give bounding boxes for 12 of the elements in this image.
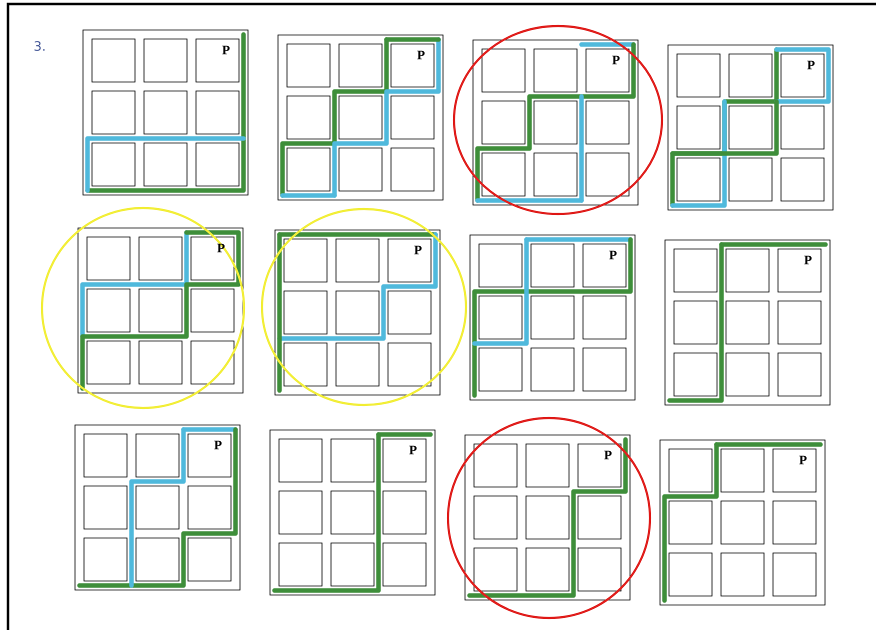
- letter-label: P: [612, 56, 620, 64]
- letter-label: P: [609, 250, 617, 260]
- letter-label: P: [417, 50, 425, 60]
- question-number: 3.: [34, 41, 45, 51]
- letter-label: P: [222, 46, 230, 54]
- letter-label: P: [804, 256, 812, 264]
- letter-label: P: [807, 60, 815, 70]
- letter-label: P: [604, 450, 612, 460]
- letter-label: P: [214, 440, 222, 450]
- letter-label: P: [414, 246, 422, 254]
- letter-label: P: [799, 456, 807, 464]
- letter-label: P: [409, 446, 417, 454]
